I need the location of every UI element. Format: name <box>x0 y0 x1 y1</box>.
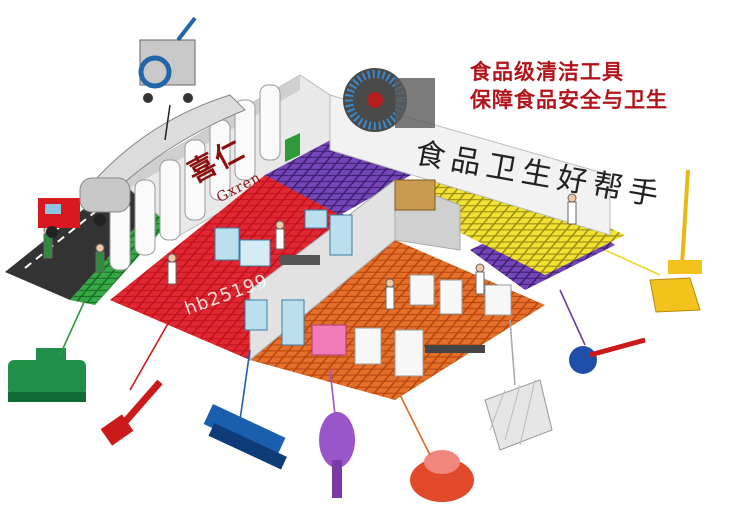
processing-machines <box>214 209 353 356</box>
bottle-brush-icon <box>569 337 646 374</box>
broom-head-icon <box>484 379 553 451</box>
pressure-washer-icon <box>138 16 197 103</box>
back-wall-right <box>329 94 611 236</box>
round-brush-icon <box>410 450 474 502</box>
floor-orange-zone <box>250 240 545 400</box>
push-broom-icon <box>203 404 287 470</box>
pointer-line <box>164 104 171 141</box>
shed-roof <box>94 94 246 196</box>
hand-brush-icon <box>8 348 86 402</box>
pointer-lines <box>59 249 661 456</box>
dustpan-set-icon <box>649 169 702 313</box>
tube-brush-icon <box>319 412 355 498</box>
packing-machines <box>354 274 512 377</box>
headline-line-1: 食品级清洁工具 <box>470 60 624 84</box>
scrub-brush-icon <box>100 379 163 446</box>
headline-line-2: 保障食品安全与卫生 <box>470 88 668 112</box>
floor-yellow-zone <box>395 165 625 275</box>
storage-silos <box>109 84 281 271</box>
tanker-truck-icon <box>38 177 131 238</box>
hose-reel-icon <box>343 68 435 132</box>
door-green <box>285 133 300 162</box>
door-yellow-room <box>394 179 436 211</box>
